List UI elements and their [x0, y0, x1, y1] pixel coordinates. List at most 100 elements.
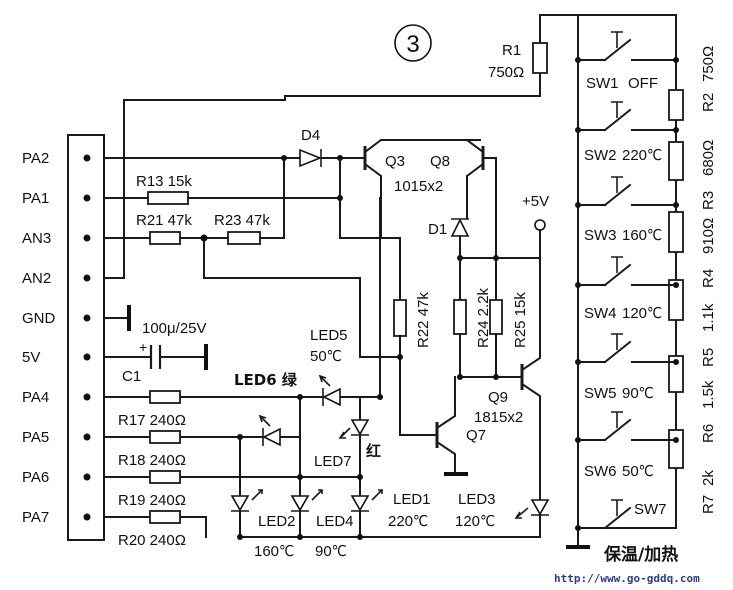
pin-label-an2: AN2 — [22, 270, 51, 287]
pin-label-5v: 5V — [22, 349, 40, 366]
pin-label-gnd: GND — [22, 310, 56, 327]
sw7-name: SW7 — [634, 501, 667, 518]
resistor-r21 — [149, 231, 181, 245]
sw5-label: 90℃ — [622, 385, 654, 402]
d4-label: D4 — [301, 127, 320, 144]
c1-name: C1 — [122, 368, 141, 385]
q7-label: Q7 — [466, 427, 486, 444]
led6-label: LED6 绿 — [234, 371, 298, 389]
r6-value: 1.5k — [700, 380, 717, 409]
pin-header — [67, 134, 105, 541]
resistor-r22 — [393, 299, 407, 337]
switch-sw6 — [575, 411, 679, 443]
r3-value: 680Ω — [700, 140, 717, 176]
resistor-r24 — [453, 299, 467, 335]
resistor-r23 — [227, 231, 261, 245]
resistor-r2 — [668, 89, 684, 121]
led7-label: LED7 — [314, 453, 352, 470]
pin-label-pa2: PA2 — [22, 150, 49, 167]
led2-temp: 160℃ — [254, 543, 294, 560]
pin-label-pa7: PA7 — [22, 509, 49, 526]
transistor-q9 — [520, 257, 541, 501]
r2-value: 750Ω — [700, 46, 717, 82]
switch-sw5 — [575, 333, 679, 365]
pin-labels: PA2 PA1 AN3 AN2 GND 5V PA4 PA5 PA6 PA7 — [22, 150, 56, 526]
r21-label: R21 47k — [136, 212, 192, 229]
resistor-r17 — [149, 430, 181, 444]
resistor-r13 — [147, 191, 189, 205]
led5-name: LED5 — [310, 327, 348, 344]
wires-an3 — [103, 237, 401, 358]
sw6-label: 50℃ — [622, 463, 654, 480]
q9-label: Q9 — [488, 389, 508, 406]
led7 — [338, 419, 370, 439]
capacitor-c1: + — [139, 339, 162, 369]
r17-label: R17 240Ω — [118, 412, 186, 429]
pin-label-an3: AN3 — [22, 230, 51, 247]
led4-temp: 90℃ — [315, 543, 347, 560]
d1-label: D1 — [428, 221, 447, 238]
resistor-r7 — [668, 429, 684, 469]
led5-temp: 50℃ — [310, 348, 342, 365]
sw2-name: SW2 — [584, 147, 617, 164]
r7-name: R7 — [700, 495, 717, 514]
r5-name: R5 — [700, 348, 717, 367]
transistor-q7 — [435, 376, 468, 476]
resistor-r1 — [532, 42, 548, 74]
sw6-name: SW6 — [584, 463, 617, 480]
source-watermark: http://www.go-gddq.com — [554, 572, 700, 585]
r5-value: 1.1k — [700, 303, 717, 332]
led2 — [290, 489, 323, 512]
diode-d1 — [450, 218, 470, 237]
led1 — [350, 489, 383, 512]
r25-label: R25 15k — [512, 292, 529, 348]
switch-sw3 — [575, 176, 679, 208]
figure-number-badge: 3 — [394, 24, 432, 62]
led3 — [514, 499, 550, 519]
sw4-name: SW4 — [584, 305, 617, 322]
sw4-label: 120℃ — [622, 305, 662, 322]
led1-name: LED1 — [393, 491, 431, 508]
sw3-name: SW3 — [584, 227, 617, 244]
pin-label-pa1: PA1 — [22, 190, 49, 207]
sw2-label: 220℃ — [622, 147, 662, 164]
led5 — [318, 374, 341, 407]
resistor-r18 — [149, 470, 181, 484]
sw1-name: SW1 — [586, 75, 619, 92]
switch-sw7 — [575, 499, 632, 531]
sw1-label: OFF — [628, 75, 658, 92]
c1-value: 100μ/25V — [142, 320, 207, 337]
resistor-r3 — [668, 141, 684, 181]
mode-label: 保温/加热 — [603, 544, 678, 565]
pin-label-pa5: PA5 — [22, 429, 49, 446]
wires-pa1 — [103, 157, 401, 301]
q3-label: Q3 — [385, 153, 405, 170]
r19-label: R19 240Ω — [118, 492, 186, 509]
r4-name: R4 — [700, 269, 717, 288]
resistor-r4 — [668, 211, 684, 253]
switch-sw1 — [575, 31, 679, 63]
r2-name: R2 — [700, 93, 717, 112]
wires-pa4-7 — [103, 197, 381, 538]
r6-name: R6 — [700, 424, 717, 443]
pin-label-pa4: PA4 — [22, 389, 49, 406]
pin-label-pa6: PA6 — [22, 469, 49, 486]
led-bottom-left — [230, 489, 263, 512]
r4-value: 910Ω — [700, 218, 717, 254]
supply-terminal — [534, 219, 546, 231]
supply-label: +5V — [522, 193, 549, 210]
switch-sw2 — [575, 101, 679, 133]
r1-value: 750Ω — [488, 64, 524, 81]
r13-label: R13 15k — [136, 173, 192, 190]
resistor-r6 — [668, 355, 684, 393]
pin-dots — [83, 154, 91, 521]
led6 — [258, 414, 281, 447]
led1-temp: 220℃ — [388, 513, 428, 530]
r3-name: R3 — [700, 191, 717, 210]
resistor-r25 — [489, 299, 503, 335]
figure-number: 3 — [406, 31, 419, 58]
resistor-r19 — [149, 510, 181, 524]
led7-color-label: 红 — [366, 442, 381, 460]
resistor-r5 — [668, 279, 684, 321]
